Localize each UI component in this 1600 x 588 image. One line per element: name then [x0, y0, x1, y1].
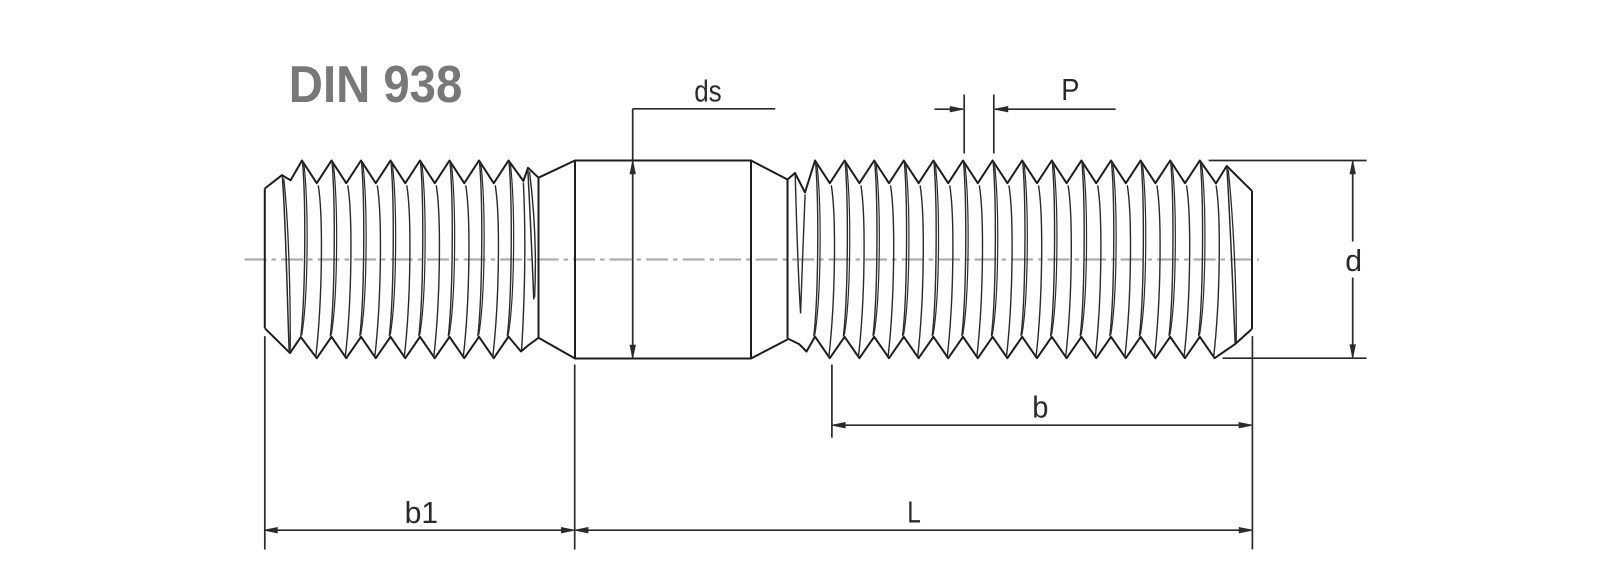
svg-text:d: d: [1345, 244, 1362, 278]
svg-text:L: L: [907, 496, 921, 530]
svg-text:b: b: [1032, 391, 1048, 425]
svg-text:DIN 938: DIN 938: [289, 56, 463, 114]
svg-text:P: P: [1061, 73, 1079, 107]
svg-text:ds: ds: [694, 75, 722, 109]
svg-text:b1: b1: [405, 496, 439, 530]
